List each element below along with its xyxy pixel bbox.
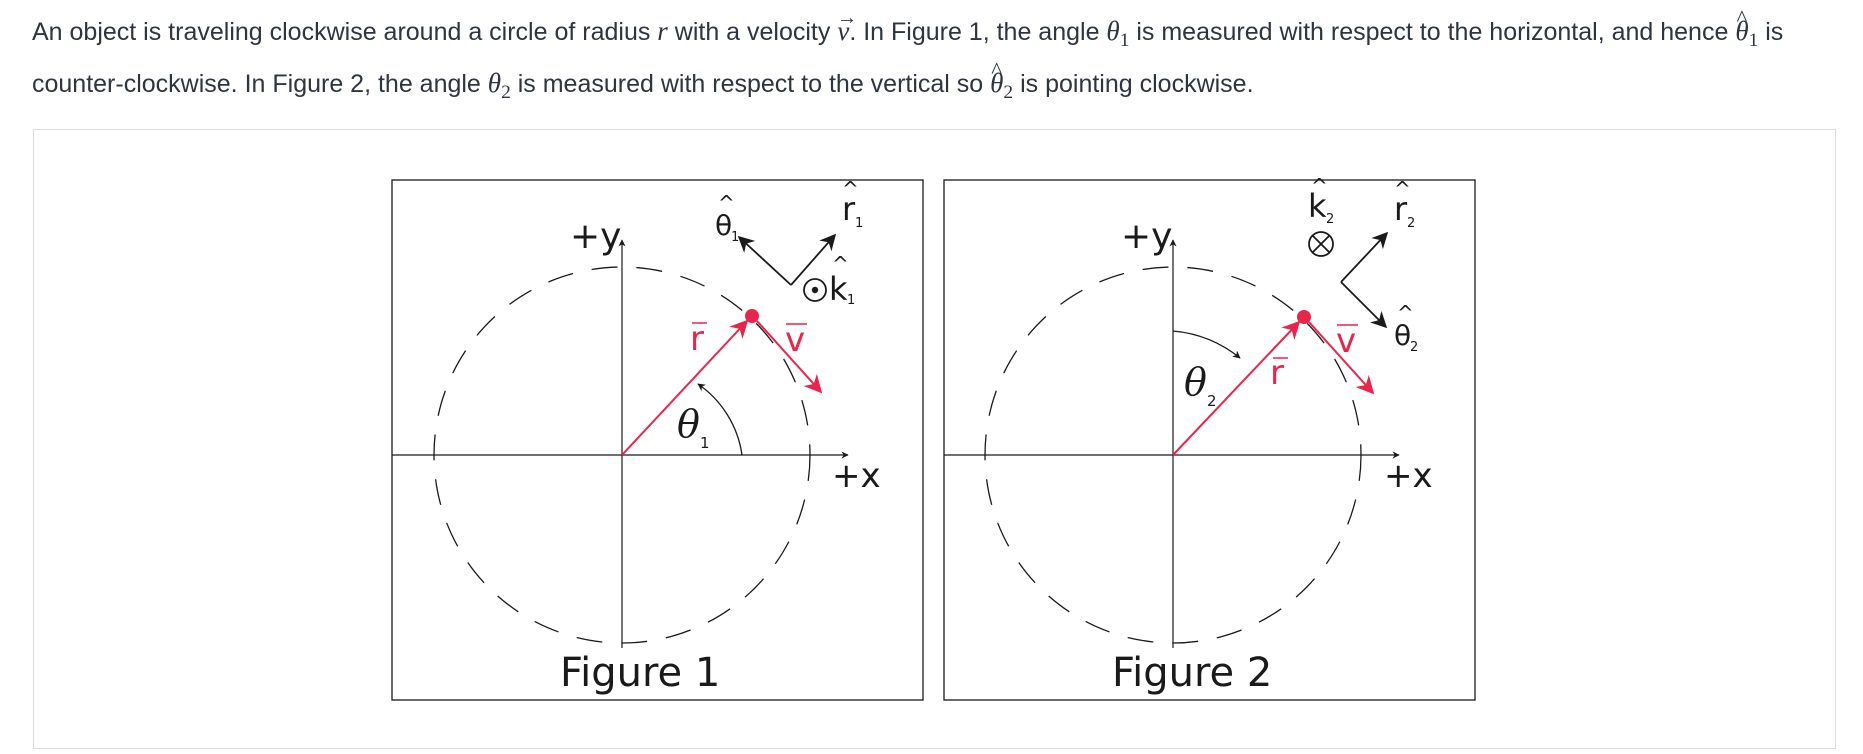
figure-2-theta-hat-caret: ^ bbox=[1397, 301, 1414, 325]
figure-1-angle-arc bbox=[697, 383, 743, 456]
figure-1-theta-hat-caret: ^ bbox=[718, 191, 735, 215]
theta2-hat-variable: θ2 bbox=[990, 49, 1013, 114]
intro-text-7: is pointing clockwise. bbox=[1013, 69, 1254, 98]
figure-1-r-hat-label: r bbox=[842, 190, 856, 228]
velocity-variable: v bbox=[837, 0, 857, 53]
figure-2-caption: Figure 2 bbox=[1112, 650, 1272, 696]
figure-1-object-dot bbox=[745, 309, 759, 323]
figure-1-theta-hat-sub: 1 bbox=[731, 230, 739, 245]
figure-1-theta-hat-vector bbox=[737, 235, 792, 286]
intro-text-6: is measured with respect to the vertical… bbox=[510, 69, 991, 98]
figure-2-x-label: +x bbox=[1384, 456, 1433, 496]
figure-1-k-hat-caret: ^ bbox=[832, 252, 849, 276]
intro-text-2: with a velocity bbox=[667, 18, 838, 46]
figure-2-object-dot bbox=[1297, 310, 1311, 324]
figure-2-k-hat-caret: ^ bbox=[1311, 174, 1328, 198]
theta2-variable: θ2 bbox=[487, 67, 511, 103]
figure-2-angle-label: θ bbox=[1184, 360, 1207, 404]
figure-1-x-label: +x bbox=[832, 456, 881, 496]
figure-1-frame bbox=[391, 179, 924, 701]
figure-card: +y +x θ 1 r v θ ^ 1 r ^ 1 bbox=[33, 129, 1836, 749]
figure-1-k-hat-sub: 1 bbox=[847, 293, 855, 308]
figure-2-v-vector bbox=[1308, 321, 1375, 395]
radius-variable: r bbox=[657, 16, 668, 46]
figure-2-r-hat-caret: ^ bbox=[1394, 177, 1411, 201]
theta1-variable: θ1 bbox=[1106, 16, 1130, 51]
figure-1-k-hat-label: k bbox=[829, 270, 848, 308]
figure-2-theta-hat-label: θ bbox=[1394, 319, 1411, 352]
figure-1-v-vector bbox=[756, 320, 823, 394]
figure-2-angle-arc bbox=[1172, 330, 1241, 359]
figure-2-k-hat-sub: 2 bbox=[1326, 212, 1334, 227]
figure-2-r-label: r bbox=[1270, 353, 1284, 393]
figure-2-k-into-page-icon bbox=[1308, 231, 1334, 257]
figure-1-caption: Figure 1 bbox=[560, 650, 720, 696]
figure-1-r-hat-caret: ^ bbox=[842, 177, 859, 201]
figure-1-k-out-of-page-icon bbox=[803, 278, 827, 302]
figure-1-v-label: v bbox=[785, 320, 805, 360]
figure-1: +y +x θ 1 r v θ ^ 1 r ^ 1 bbox=[391, 177, 924, 701]
figure-2-r-hat-sub: 2 bbox=[1407, 216, 1415, 231]
intro-text-1: An object is traveling clockwise around … bbox=[32, 18, 658, 46]
intro-text-3: . In Figure 1, the angle bbox=[849, 18, 1107, 46]
figure-1-theta-hat-label: θ bbox=[715, 209, 732, 242]
figure-2: +y +x θ 2 r v r ^ 2 θ ^ 2 k ^ bbox=[943, 174, 1476, 701]
figure-2-theta-hat-sub: 2 bbox=[1410, 340, 1418, 355]
figure-1-r-hat-sub: 1 bbox=[855, 216, 863, 231]
figure-1-y-label: +y bbox=[570, 216, 621, 257]
intro-text-4: is measured with respect to the horizont… bbox=[1129, 18, 1736, 46]
figure-1-angle-sub: 1 bbox=[700, 434, 710, 452]
figure-2-r-hat-label: r bbox=[1394, 190, 1408, 228]
theta1-hat-variable: θ1 bbox=[1735, 0, 1758, 62]
figure-2-r-hat-vector bbox=[1340, 231, 1389, 283]
problem-statement: An object is traveling clockwise around … bbox=[32, 0, 1842, 114]
intro-text-5: is counter-clockwise. In Figure 2, the a… bbox=[32, 18, 1784, 98]
figure-2-r-vector bbox=[1172, 320, 1301, 456]
figure-1-angle-label: θ bbox=[677, 402, 700, 446]
figure-2-frame bbox=[943, 179, 1476, 701]
figure-2-y-label: +y bbox=[1121, 216, 1172, 257]
figure-2-angle-sub: 2 bbox=[1207, 392, 1217, 410]
figure-2-k-hat-label: k bbox=[1308, 187, 1327, 225]
figure-2-v-label: v bbox=[1336, 321, 1356, 361]
figure-1-r-vector bbox=[621, 319, 749, 456]
figure-1-r-hat-vector bbox=[790, 233, 837, 286]
figure-2-theta-hat-vector bbox=[1340, 281, 1388, 329]
figures-svg: +y +x θ 1 r v θ ^ 1 r ^ 1 bbox=[391, 174, 1476, 701]
figure-1-r-label: r bbox=[690, 319, 704, 359]
